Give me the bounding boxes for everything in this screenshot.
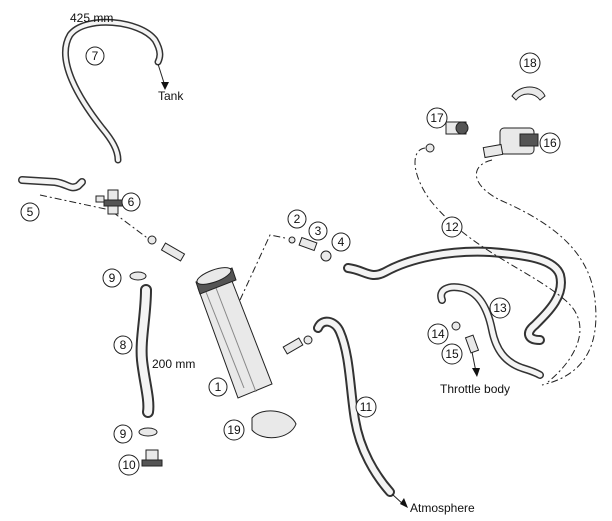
plug-10 — [141, 449, 163, 467]
svg-text:1: 1 — [215, 380, 222, 394]
cover-19 — [251, 410, 297, 439]
svg-text:6: 6 — [128, 195, 135, 209]
callout-15: 15 — [441, 343, 463, 365]
hose-13 — [437, 283, 544, 379]
callout-10: 10 — [118, 454, 140, 476]
callout-12: 12 — [441, 216, 463, 238]
arrow-to-atmosphere — [391, 493, 408, 508]
bracket-18 — [511, 86, 546, 101]
callout-2: 2 — [287, 209, 307, 229]
purge-valve-16 — [482, 127, 539, 159]
arrow-to-throttle-body — [471, 351, 480, 377]
svg-text:13: 13 — [493, 301, 507, 315]
routing-line-16-to-throttle — [475, 159, 597, 386]
svg-text:10: 10 — [122, 458, 136, 472]
routing-line-canister-to-2 — [239, 234, 286, 301]
callout-4: 4 — [331, 232, 351, 252]
hose-11-atmosphere — [313, 316, 395, 497]
callout-13: 13 — [489, 297, 511, 319]
svg-text:8: 8 — [120, 338, 127, 352]
callout-19: 19 — [223, 419, 245, 441]
svg-text:9: 9 — [120, 427, 127, 441]
callout-6: 6 — [121, 192, 141, 212]
hose-12 — [343, 246, 566, 345]
callout-5: 5 — [20, 202, 40, 222]
svg-text:5: 5 — [27, 205, 34, 219]
callout-16: 16 — [539, 132, 561, 154]
fitting-14-15 — [451, 321, 480, 354]
callout-17: 17 — [426, 107, 448, 129]
fitting-canister-inlet — [147, 235, 186, 262]
label-hose-length-tank: 425 mm — [70, 11, 113, 25]
svg-text:4: 4 — [338, 235, 345, 249]
svg-text:12: 12 — [445, 220, 459, 234]
callout-7: 7 — [85, 46, 105, 66]
callout-1: 1 — [208, 377, 228, 397]
callout-9-lower: 9 — [113, 424, 133, 444]
label-tank: Tank — [158, 89, 184, 103]
callout-11: 11 — [355, 396, 377, 418]
connector-17 — [425, 121, 469, 153]
routing-line-17-to-throttle — [414, 147, 581, 383]
svg-text:19: 19 — [227, 423, 241, 437]
canister-body — [195, 267, 273, 399]
svg-text:14: 14 — [431, 327, 445, 341]
hose-8 — [135, 284, 155, 418]
svg-text:3: 3 — [315, 224, 322, 238]
fitting-6-tee — [95, 189, 125, 215]
svg-text:16: 16 — [543, 136, 557, 150]
label-atmosphere: Atmosphere — [410, 501, 475, 515]
label-hose-length-lower: 200 mm — [152, 357, 195, 371]
callout-14: 14 — [427, 323, 449, 345]
svg-text:18: 18 — [523, 56, 537, 70]
fitting-2-3-4 — [288, 236, 332, 262]
svg-text:7: 7 — [92, 49, 99, 63]
callout-3: 3 — [308, 221, 328, 241]
svg-text:17: 17 — [430, 111, 444, 125]
svg-text:15: 15 — [445, 347, 459, 361]
fitting-canister-outlet — [282, 335, 313, 355]
callout-8: 8 — [113, 335, 133, 355]
callout-9-upper: 9 — [102, 268, 122, 288]
callout-18: 18 — [519, 52, 541, 74]
clip-9-lower — [138, 427, 158, 437]
svg-text:9: 9 — [109, 271, 116, 285]
hose-7-tank — [62, 18, 164, 164]
clip-9-upper — [129, 271, 147, 281]
label-throttle-body: Throttle body — [440, 382, 510, 396]
svg-text:2: 2 — [294, 212, 301, 226]
hose-5 — [18, 176, 86, 192]
arrow-to-tank — [157, 63, 169, 90]
svg-text:11: 11 — [360, 400, 373, 414]
